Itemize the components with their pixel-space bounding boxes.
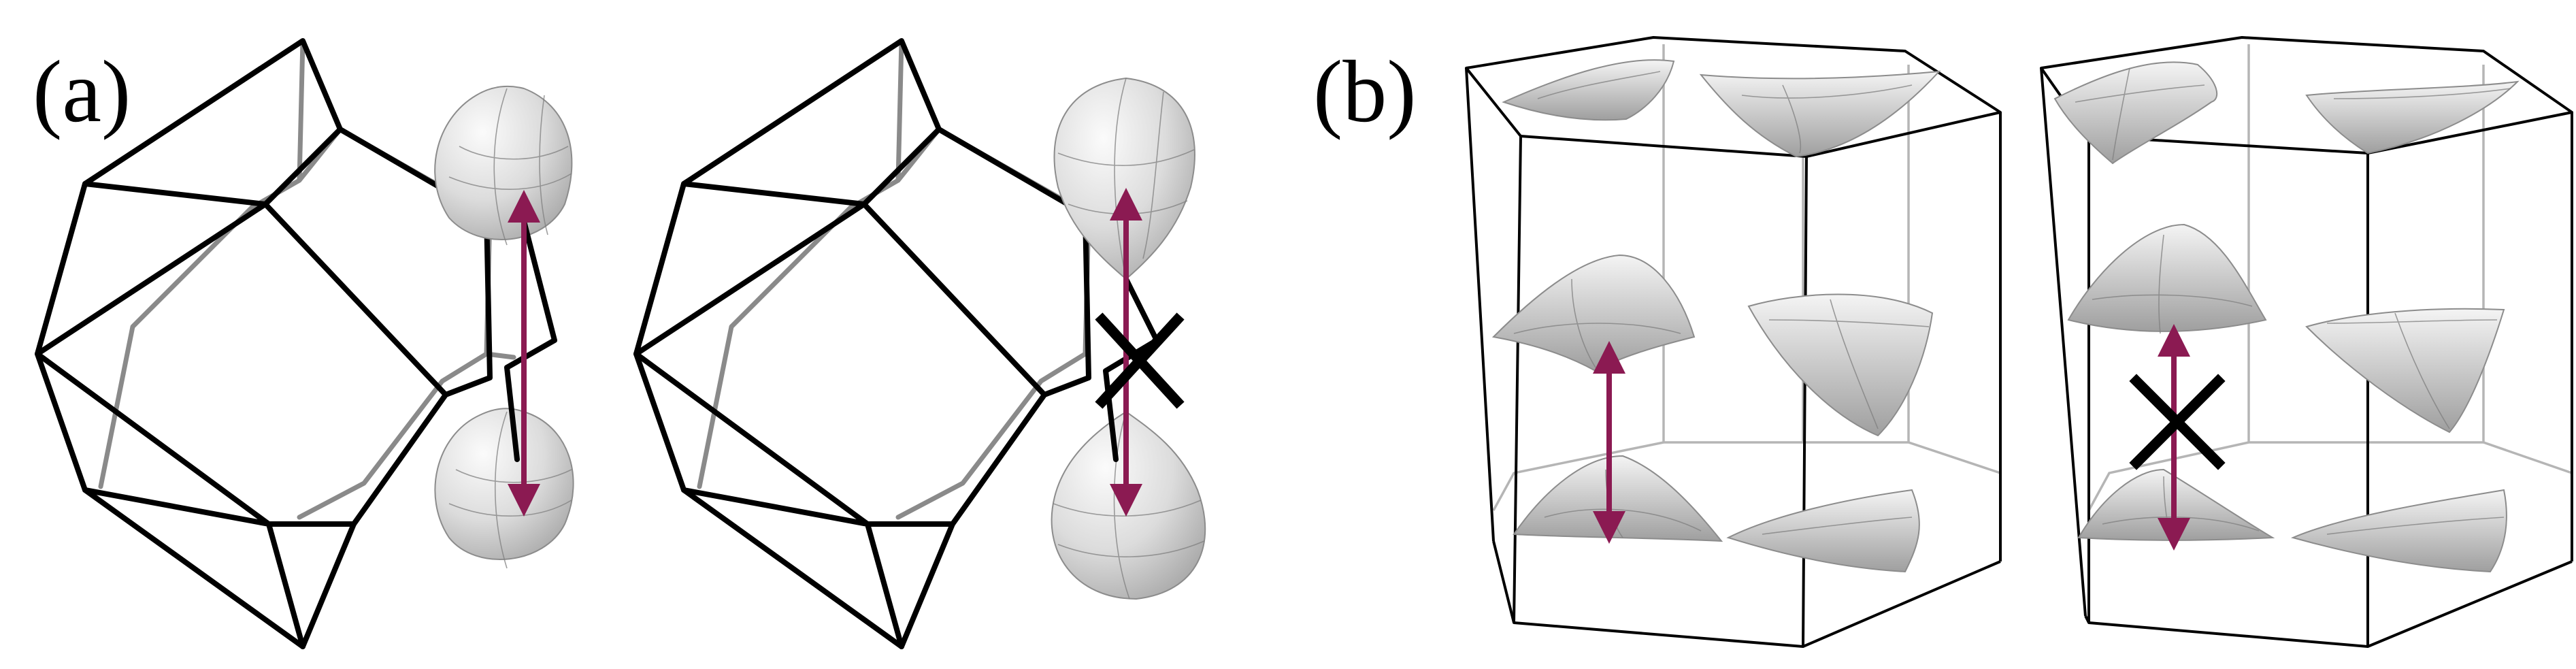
fermi-pocket-a-left-top <box>434 86 573 246</box>
fermi-surface-b-right-bottom <box>2077 468 2507 573</box>
fermi-surface-b-right-top <box>2053 61 2520 165</box>
panel-label-b: (b) <box>1313 43 1417 141</box>
bz-a-right <box>633 38 1091 649</box>
forbidden-cross-icon <box>2129 374 2226 470</box>
fermi-pocket-a-left-bottom <box>434 408 574 569</box>
fermi-surface-b-left-top <box>1502 59 1941 158</box>
forbidden-cross-icon <box>1095 312 1185 409</box>
panel-label-a: (a) <box>33 43 131 141</box>
bz-b-left <box>1465 36 2002 648</box>
fermi-surface-b-left-middle <box>1491 254 1934 437</box>
fermi-surface-b-right-middle <box>2067 223 2505 434</box>
fermi-surface-b-left-bottom <box>1513 455 1920 573</box>
